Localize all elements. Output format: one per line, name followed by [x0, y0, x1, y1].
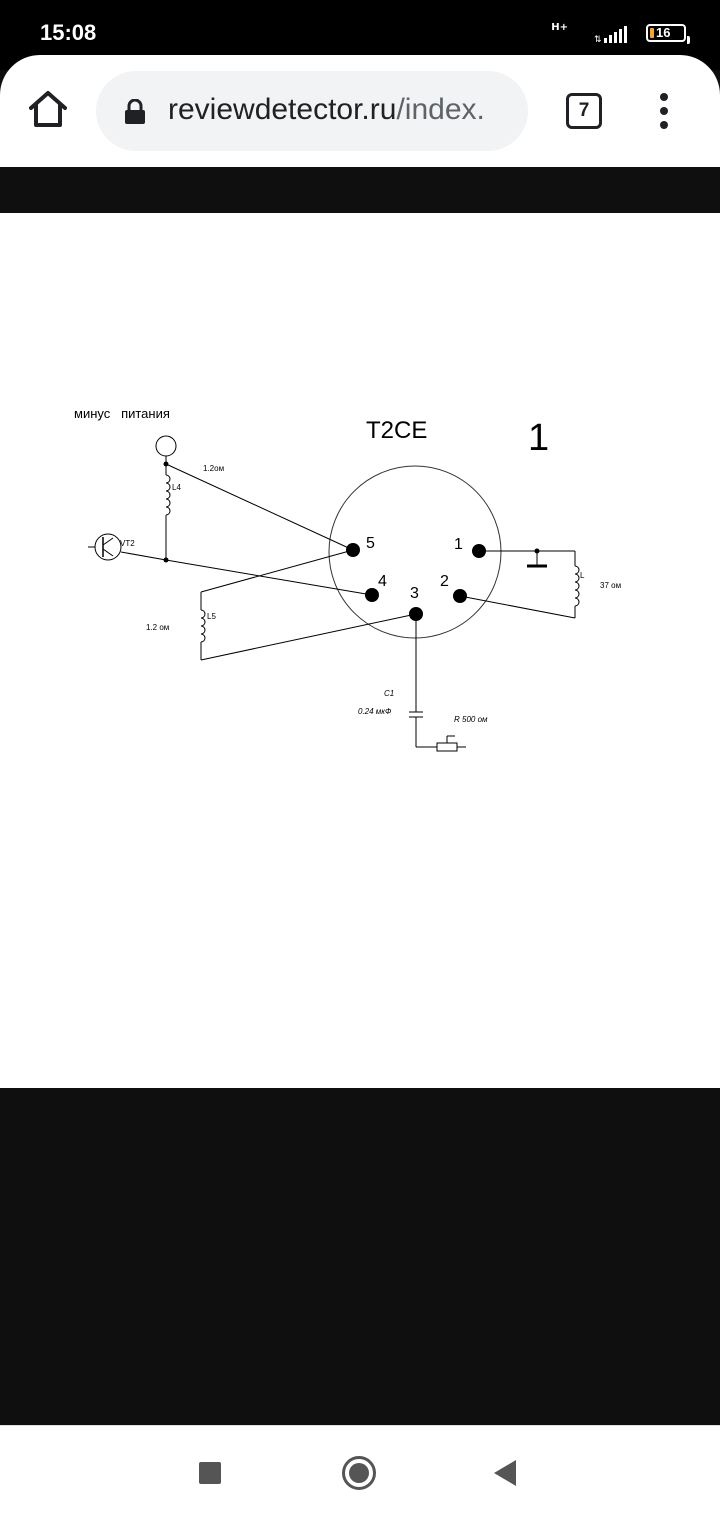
more-vert-icon[interactable] [652, 91, 676, 131]
supply-terminal [155, 435, 177, 457]
recents-icon[interactable] [199, 1462, 221, 1484]
transistor-vt2 [94, 533, 122, 561]
address-bar[interactable]: reviewdetector.ru/index. [96, 71, 528, 151]
network-type: H+ [551, 22, 568, 33]
label-l5-resistance: 1.2 ом [146, 623, 169, 632]
inductor-l [574, 565, 580, 607]
resistor-r [436, 742, 458, 752]
status-time: 15:08 [40, 20, 97, 45]
back-icon[interactable] [494, 1460, 516, 1486]
pin-label-5: 5 [366, 535, 375, 552]
tab-count: 7 [578, 100, 590, 121]
label-r-value: R 500 ом [454, 715, 488, 724]
label-l4-resistance: 1.2ом [203, 464, 224, 473]
pin-label-1: 1 [454, 536, 463, 553]
browser-toolbar: reviewdetector.ru/index. 7 [0, 55, 720, 167]
battery-icon: 16 [646, 24, 690, 44]
pin-4 [365, 588, 379, 602]
battery-level: 16 [656, 25, 671, 40]
home-icon[interactable] [24, 85, 72, 133]
label-vt2: VT2 [120, 539, 135, 548]
page-content: T2CE 1 минус питания L4 1.2ом [0, 213, 720, 1088]
pin-label-4: 4 [378, 573, 387, 590]
url-text: reviewdetector.ru/index. [168, 93, 514, 127]
label-l-resistance: 37 ом [600, 581, 621, 590]
label-l5: L5 [207, 612, 216, 621]
diagram-title: T2CE [366, 417, 427, 444]
inductor-l4 [165, 474, 171, 516]
page-header-strip [0, 167, 720, 213]
url-path: /index. [396, 93, 485, 126]
home-circle-icon[interactable] [342, 1456, 376, 1490]
system-nav-bar [0, 1425, 720, 1521]
figure-number: 1 [528, 417, 549, 459]
tab-switcher-button[interactable]: 7 [566, 93, 602, 129]
pin-5 [346, 543, 360, 557]
status-icons: H+ ⇅ 16 [526, 20, 690, 50]
socket-outline [328, 465, 502, 639]
pin-label-3: 3 [410, 585, 419, 602]
signal-icon: ⇅ [594, 26, 627, 45]
svg-text:⇅: ⇅ [594, 35, 602, 45]
label-l4: L4 [172, 483, 181, 492]
circuit-diagram: T2CE 1 минус питания L4 1.2ом [74, 406, 621, 752]
url-domain: reviewdetector.ru [168, 93, 397, 126]
inductor-l5 [200, 609, 206, 643]
lock-icon [125, 99, 145, 124]
label-c1-value: 0.24 мкФ [358, 707, 392, 716]
pin-label-2: 2 [440, 573, 449, 590]
supply-label: минус питания [74, 406, 170, 421]
label-c1: C1 [384, 689, 394, 698]
label-l: L [580, 571, 585, 580]
